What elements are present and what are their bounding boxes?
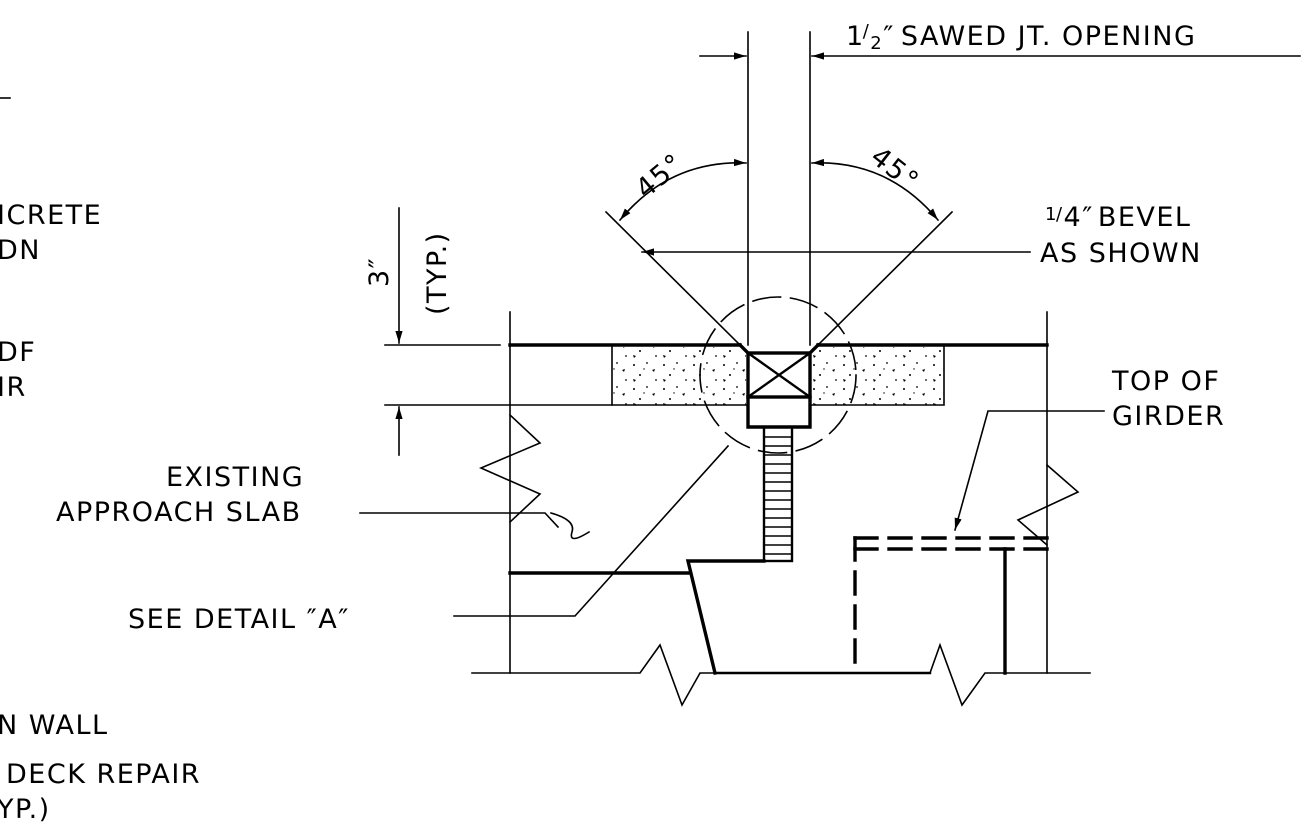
partial-label-typ: YP.) <box>0 794 51 825</box>
existing-approach-slab-label-1: EXISTING <box>166 462 304 493</box>
sawed-joint-label: 1/2″SAWED JT. OPENING <box>846 21 1196 54</box>
slab-structure <box>471 296 1091 707</box>
centerline-symbol <box>550 512 591 540</box>
top-of-girder-label-2: GIRDER <box>1112 401 1225 432</box>
partial-label-repair: IR <box>0 372 27 403</box>
bevel-label: 1/4″BEVEL <box>1045 202 1191 233</box>
callout-existing-approach-slab: EXISTING APPROACH SLAB <box>56 462 560 529</box>
left-partial-labels: ICRETE DN DF IR N WALL DECK REPAIR YP.) <box>0 97 201 825</box>
partial-label-concrete: ICRETE <box>0 200 102 231</box>
angle-right-label: 45° <box>865 141 925 198</box>
concrete-repair-left <box>612 347 746 405</box>
joint-filler <box>762 425 794 563</box>
partial-label-wall: N WALL <box>0 710 109 741</box>
bevel-label-line2: AS SHOWN <box>1040 238 1202 269</box>
callout-see-detail-a: SEE DETAIL ″A″ <box>128 444 730 635</box>
dim-depth-label: 3″ <box>364 257 395 287</box>
dim-typ-label: (TYP.) <box>422 231 453 315</box>
depth-dimension: 3″ (TYP.) <box>364 207 613 456</box>
concrete-repair-right <box>812 347 944 405</box>
partial-label-of: DF <box>0 337 36 368</box>
detail-a-circle <box>699 296 857 454</box>
joint-seal <box>746 351 812 399</box>
see-detail-a-label: SEE DETAIL ″A″ <box>128 604 350 635</box>
bevel-angle-lines: 45° 45° <box>604 141 954 347</box>
existing-approach-slab-label-2: APPROACH SLAB <box>56 497 302 528</box>
sawed-joint-dimension: 1/2″SAWED JT. OPENING <box>699 21 1301 346</box>
partial-label-section: DN <box>0 235 41 266</box>
bevel-callout: 1/4″BEVEL AS SHOWN <box>641 202 1202 269</box>
angle-left-label: 45° <box>630 147 690 204</box>
top-of-girder-label-1: TOP OF <box>1111 366 1220 397</box>
partial-label-deck-repair: DECK REPAIR <box>6 759 201 790</box>
callout-top-of-girder: TOP OF GIRDER <box>954 366 1225 531</box>
